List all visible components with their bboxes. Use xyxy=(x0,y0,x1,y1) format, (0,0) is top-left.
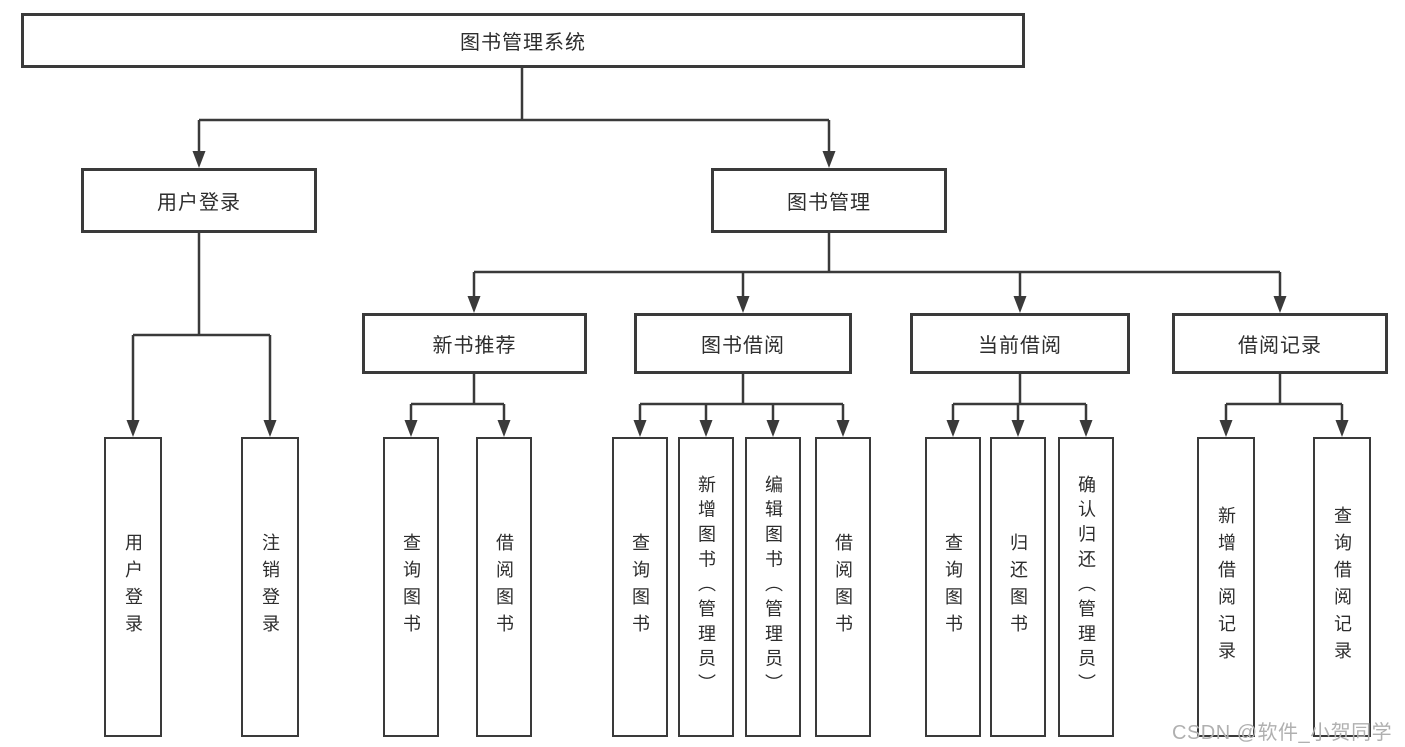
node-book-borrowing: 图书借阅 xyxy=(634,313,852,374)
leaf-query-borrow-record: 查询借阅记录 xyxy=(1313,437,1371,737)
node-user-login: 用户登录 xyxy=(81,168,317,233)
leaf-query-books-recommend: 查询图书 xyxy=(383,437,439,737)
node-current-borrowing: 当前借阅 xyxy=(910,313,1130,374)
leaf-add-books-admin: 新增图书（管理员） xyxy=(678,437,734,737)
leaf-add-borrow-record: 新增借阅记录 xyxy=(1197,437,1255,737)
leaf-return-books: 归还图书 xyxy=(990,437,1046,737)
leaf-borrow-books-recommend: 借阅图书 xyxy=(476,437,532,737)
node-new-book-recommendation: 新书推荐 xyxy=(362,313,587,374)
arrowheads xyxy=(126,151,1349,437)
leaf-query-books-borrow: 查询图书 xyxy=(612,437,668,737)
csdn-watermark: CSDN @软件_小贺同学 xyxy=(1172,722,1393,744)
leaf-query-books-current: 查询图书 xyxy=(925,437,981,737)
leaf-borrow-books: 借阅图书 xyxy=(815,437,871,737)
node-borrowing-records: 借阅记录 xyxy=(1172,313,1388,374)
node-library-system: 图书管理系统 xyxy=(21,13,1025,68)
leaf-confirm-return-admin: 确认归还（管理员） xyxy=(1058,437,1114,737)
leaf-edit-books-admin: 编辑图书（管理员） xyxy=(745,437,801,737)
node-book-management: 图书管理 xyxy=(711,168,947,233)
leaf-user-login: 用户登录 xyxy=(104,437,162,737)
leaf-logout: 注销登录 xyxy=(241,437,299,737)
